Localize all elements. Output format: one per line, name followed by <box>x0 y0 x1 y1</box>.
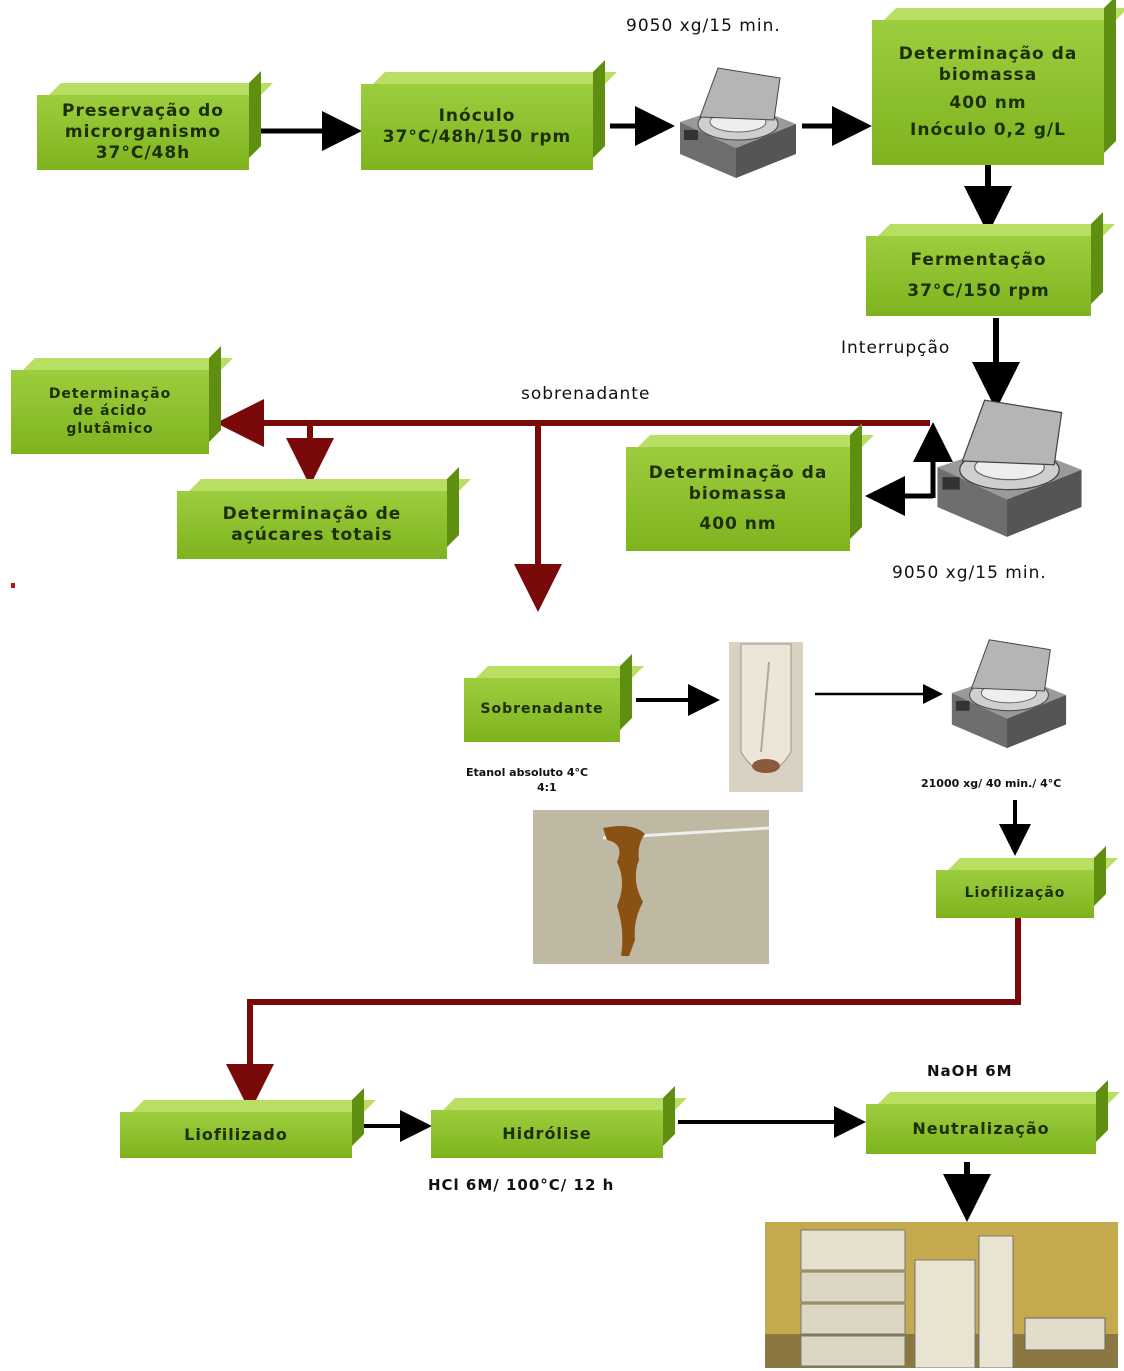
label-centrifuge-1: 9050 xg/15 min. <box>626 16 781 36</box>
box-sobrenadante: Sobrenadante <box>464 678 620 742</box>
label-centrifuge-3: 21000 xg/ 40 min./ 4°C <box>921 777 1062 790</box>
label-etanol-ratio: 4:1 <box>537 781 557 794</box>
label-centrifuge-2: 9050 xg/15 min. <box>892 563 1047 583</box>
label-interrupcao: Interrupção <box>841 338 951 358</box>
centrifuge-icon <box>937 399 1082 537</box>
box-liofilizacao: Liofilização <box>936 870 1094 918</box>
gel-photo-icon <box>533 810 769 964</box>
label-sobrenadante: sobrenadante <box>521 384 651 404</box>
dot-mark <box>11 583 15 588</box>
red-arrow-liofilizacao-liofilizado <box>226 918 1021 1112</box>
centrifuge-icon <box>680 67 796 178</box>
label-naoh: NaOH 6M <box>927 1062 1013 1080</box>
label-hcl: HCl 6M/ 100°C/ 12 h <box>428 1176 615 1194</box>
box-hidrolise: Hidrólise <box>431 1110 663 1158</box>
box-neutralizacao: Neutralização <box>866 1104 1096 1154</box>
label-etanol: Etanol absoluto 4°C <box>466 766 589 779</box>
centrifuge-icon <box>951 639 1067 749</box>
arrow-centrifuge-biomassa2 <box>865 476 936 516</box>
box-liofilizado: Liofilizado <box>120 1112 352 1158</box>
hplc-equipment-icon <box>765 1222 1118 1368</box>
test-tube-icon <box>729 642 803 792</box>
